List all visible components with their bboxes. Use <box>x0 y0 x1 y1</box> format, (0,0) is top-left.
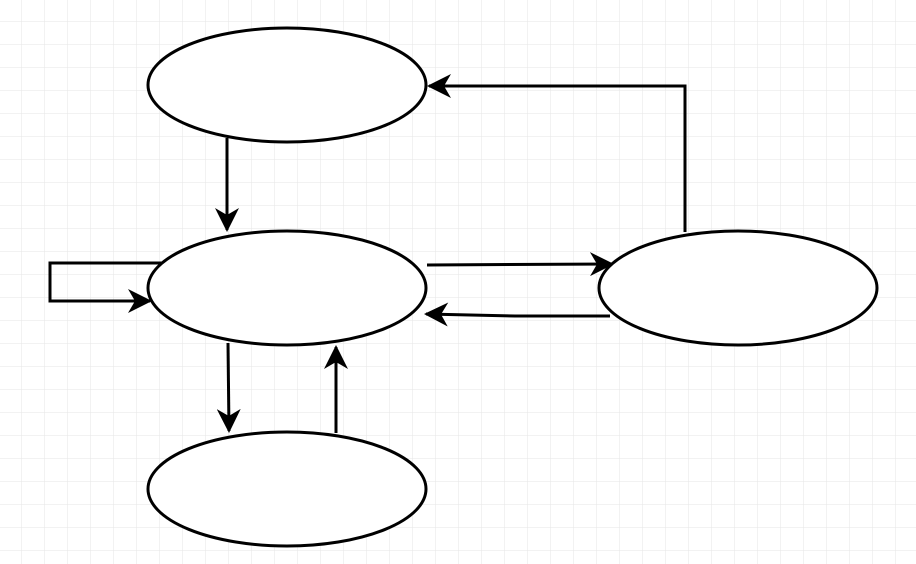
edge-center-to-center-loop[interactable] <box>48 261 162 313</box>
edge-center-to-bottom[interactable] <box>216 342 241 433</box>
nodes-group <box>146 26 879 548</box>
node-top[interactable] <box>146 26 428 144</box>
node-right[interactable] <box>597 229 879 347</box>
node-bottom[interactable] <box>146 430 428 548</box>
node-center[interactable] <box>146 229 428 347</box>
edges-group <box>48 74 687 433</box>
edge-center-to-right[interactable] <box>426 252 614 277</box>
edge-right-to-top[interactable] <box>427 74 687 232</box>
edge-right-to-center[interactable] <box>424 302 610 327</box>
